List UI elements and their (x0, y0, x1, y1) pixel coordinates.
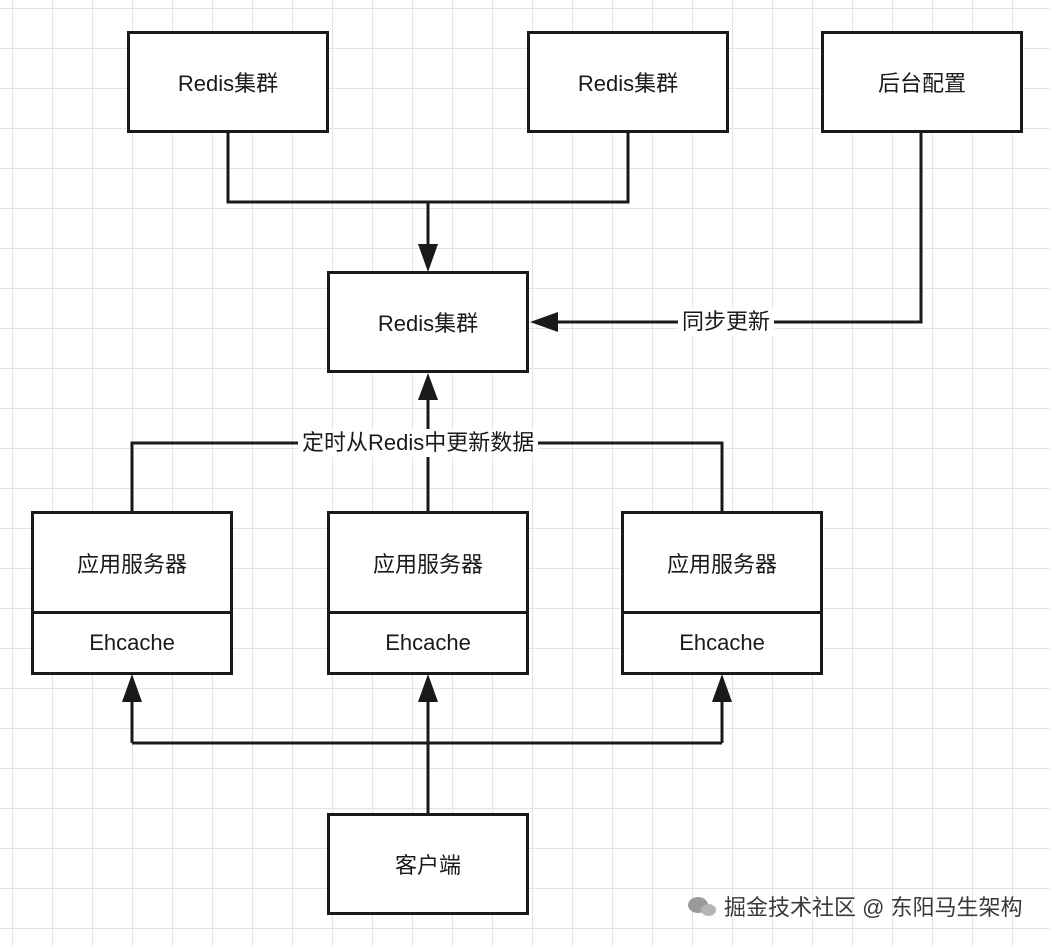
app-server-2-title: 应用服务器 (330, 514, 526, 614)
redis-cluster-left: Redis集群 (127, 31, 329, 133)
admin-config-label: 后台配置 (877, 71, 966, 96)
wechat-icon (688, 895, 718, 917)
watermark-text: 掘金技术社区 @ 东阳马生架构 (724, 895, 1023, 920)
arrowhead-into-center-top (418, 244, 438, 272)
app-server-3-title: 应用服务器 (624, 514, 820, 614)
app-server-1: 应用服务器 Ehcache (31, 511, 233, 675)
scheduled-update-label: 定时从Redis中更新数据 (298, 429, 539, 457)
edge-redis-left-to-center (226, 132, 428, 204)
redis-cluster-right: Redis集群 (527, 31, 729, 133)
arrowhead-into-app3 (712, 674, 732, 702)
sync-update-label: 同步更新 (678, 308, 775, 336)
arrowhead-sync-into-center (530, 312, 558, 332)
app-server-3: 应用服务器 Ehcache (621, 511, 823, 675)
arrowhead-into-app2 (418, 674, 438, 702)
edge-admin-sync (556, 132, 923, 324)
watermark: 掘金技术社区 @ 东阳马生架构 (688, 890, 1023, 922)
app-server-3-cache: Ehcache (679, 630, 765, 655)
client-box: 客户端 (327, 813, 529, 915)
app-server-1-cache: Ehcache (89, 630, 175, 655)
redis-cluster-center-label: Redis集群 (377, 311, 479, 336)
app-server-2: 应用服务器 Ehcache (327, 511, 529, 675)
arrowhead-into-center-bottom (418, 373, 438, 400)
edge-redis-right-to-center (428, 132, 630, 204)
client-label: 客户端 (394, 853, 461, 878)
app-server-2-cache: Ehcache (385, 630, 471, 655)
arrowhead-into-app1 (122, 674, 142, 702)
redis-cluster-center: Redis集群 (327, 271, 529, 373)
redis-cluster-right-label: Redis集群 (577, 71, 679, 96)
app-server-1-title: 应用服务器 (34, 514, 230, 614)
redis-cluster-left-label: Redis集群 (177, 71, 279, 96)
admin-config-box: 后台配置 (821, 31, 1023, 133)
